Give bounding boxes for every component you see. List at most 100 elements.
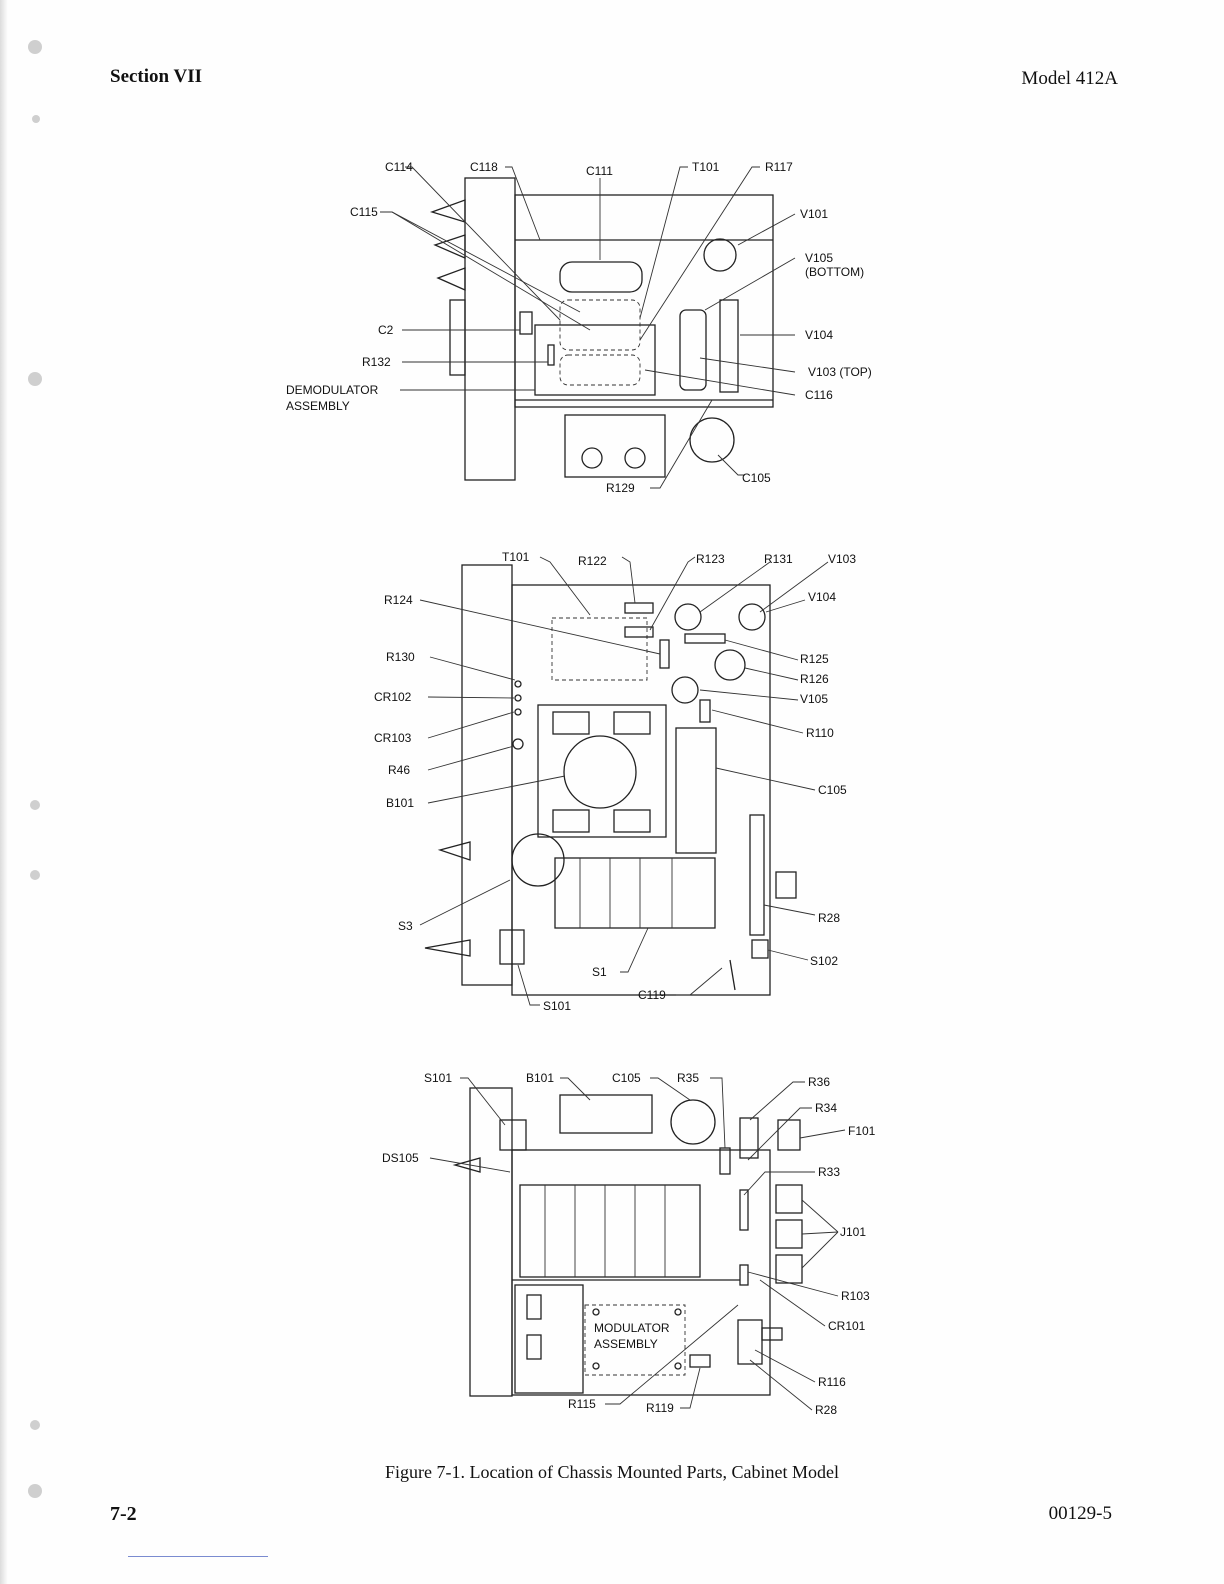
capacitor-c111 <box>559 261 643 293</box>
label-r103: R103 <box>841 1289 870 1303</box>
bracket <box>719 299 739 393</box>
front-panel <box>461 564 513 986</box>
label-r126: R126 <box>800 672 829 686</box>
motor-b101 <box>563 735 637 809</box>
fuse-f101 <box>777 1119 801 1151</box>
demodulator-block <box>534 324 656 396</box>
punch-hole <box>30 800 40 810</box>
label-c105: C105 <box>612 1071 641 1085</box>
label-r122: R122 <box>578 554 607 568</box>
figure-caption: Figure 7-1. Location of Chassis Mounted … <box>385 1462 839 1482</box>
label-v103: V103 <box>828 552 856 566</box>
label-s101: S101 <box>424 1071 452 1085</box>
switch-s3 <box>511 833 565 887</box>
label-s102: S102 <box>810 954 838 968</box>
label-r33: R33 <box>818 1165 840 1179</box>
label-c111: C111 <box>586 164 613 178</box>
page-number: 7-2 <box>110 1503 137 1525</box>
punch-hole <box>28 40 42 54</box>
document-number: 00129-5 <box>1048 1503 1112 1524</box>
switch-s1-deck <box>554 857 716 929</box>
label-s1: S1 <box>592 965 607 979</box>
modulator-assembly <box>584 1304 686 1376</box>
punch-hole <box>30 870 40 880</box>
label-demodulator-assembly: ASSEMBLY <box>286 399 350 413</box>
resistor-r28 <box>749 814 765 936</box>
punch-hole <box>30 1420 40 1430</box>
chassis-frame <box>514 194 774 408</box>
label-v104: V104 <box>805 328 833 342</box>
label-v101: V101 <box>800 207 828 221</box>
capacitor-c105 <box>675 727 717 854</box>
label-modulator: MODULATOR <box>594 1321 670 1335</box>
label-r116: R116 <box>818 1375 846 1389</box>
label-cr101: CR101 <box>828 1319 866 1333</box>
tube-socket-v105 <box>671 676 699 704</box>
label-j101: J101 <box>840 1225 866 1239</box>
label-t101: T101 <box>502 550 530 564</box>
label-r124: R124 <box>384 593 413 607</box>
label-r36: R36 <box>808 1075 830 1089</box>
label-s3: S3 <box>398 919 413 933</box>
tube-v101 <box>703 238 737 272</box>
label-b101: B101 <box>526 1071 554 1085</box>
motor-b101 <box>559 1094 653 1134</box>
tube-v104 <box>679 309 707 391</box>
label-v103: V103 (TOP) <box>808 365 872 379</box>
label-r130: R130 <box>386 650 415 664</box>
label-c105: C105 <box>818 783 847 797</box>
connector-j101 <box>775 1184 803 1214</box>
tube-socket-v103 <box>674 603 702 631</box>
transformer-t101 <box>551 617 648 681</box>
chassis-frame <box>511 1149 771 1396</box>
section-label: Section VII <box>110 66 203 87</box>
relay-housing <box>564 414 666 478</box>
figure-bottom-view: S101 B101 C105 R35 R36 R34 F101 DS105 R3… <box>382 1071 876 1417</box>
label-c118: C118 <box>470 160 498 174</box>
label-r110: R110 <box>806 726 834 740</box>
tube-socket-v104 <box>738 603 766 631</box>
label-ds105: DS105 <box>382 1151 419 1165</box>
capacitor-c105-top <box>714 649 746 681</box>
capacitor-c105 <box>670 1099 716 1145</box>
label-r129: R129 <box>606 481 635 495</box>
label-r28: R28 <box>815 1403 837 1417</box>
label-c115: C115 <box>350 205 378 219</box>
label-r46: R46 <box>388 763 410 777</box>
label-s101: S101 <box>543 999 571 1013</box>
motor-mount <box>537 704 667 838</box>
label-r34: R34 <box>815 1101 837 1115</box>
punch-hole <box>28 1484 42 1498</box>
label-demodulator: DEMODULATOR <box>286 383 379 397</box>
capacitor-c105 <box>689 417 735 463</box>
label-v105: V105 <box>805 251 833 265</box>
scan-artifact-line <box>128 1556 268 1557</box>
label-c119: C119 <box>638 988 666 1002</box>
label-r125: R125 <box>800 652 829 666</box>
chassis-frame <box>511 584 771 996</box>
label-r123: R123 <box>696 552 725 566</box>
label-c114: C114 <box>385 160 413 174</box>
label-b101: B101 <box>386 796 414 810</box>
label-r35: R35 <box>677 1071 699 1085</box>
figure-top-view: C114 C118 C111 T101 R117 C115 V101 V105 … <box>286 160 872 495</box>
front-panel <box>469 1087 513 1397</box>
switch-s1-bank <box>519 1184 701 1278</box>
label-v105-note: (BOTTOM) <box>805 265 864 279</box>
model-label: Model 412A <box>1021 68 1118 89</box>
label-cr103: CR103 <box>374 731 412 745</box>
punch-hole <box>28 372 42 386</box>
punch-hole <box>32 115 40 123</box>
switch-s101 <box>499 929 525 965</box>
label-r119: R119 <box>646 1401 674 1415</box>
label-r28: R28 <box>818 911 840 925</box>
label-v104: V104 <box>808 590 836 604</box>
label-t101: T101 <box>692 160 720 174</box>
label-r117: R117 <box>765 160 793 174</box>
label-c105: C105 <box>742 471 771 485</box>
label-f101: F101 <box>848 1124 876 1138</box>
label-cr102: CR102 <box>374 690 412 704</box>
front-panel <box>464 177 516 481</box>
